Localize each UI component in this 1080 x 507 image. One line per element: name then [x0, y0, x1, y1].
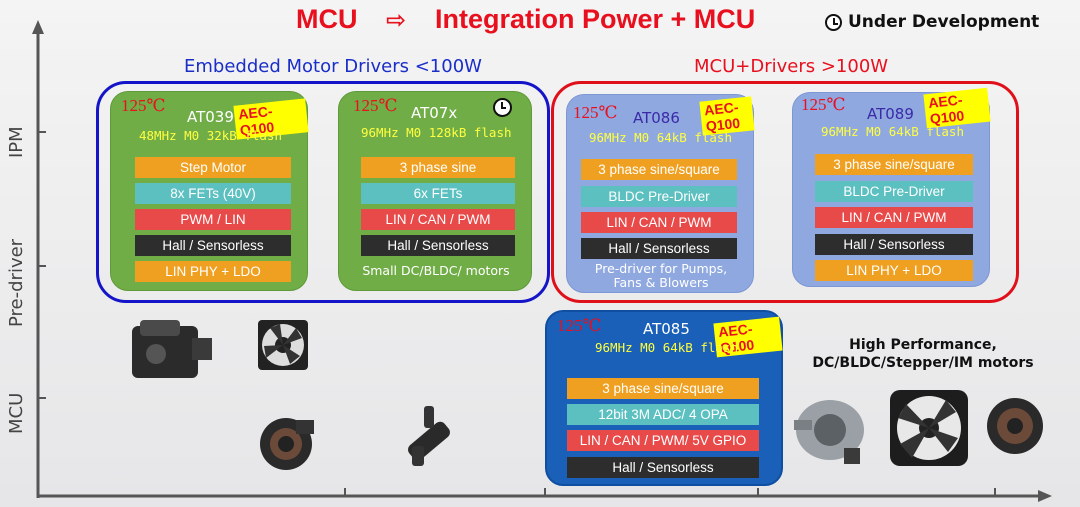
feature-bar: Hall / Sensorless [135, 235, 291, 256]
temp-rating: 125℃ [121, 96, 166, 115]
title-right: Integration Power + MCU [435, 4, 756, 34]
chip-name: AT085 [643, 320, 690, 338]
chip-spec: 96MHz M0 64kB flash [595, 340, 738, 355]
fan-icon [258, 320, 308, 370]
group-title-drivers: MCU+Drivers >100W [694, 56, 889, 77]
axis-label-mcu: MCU [6, 392, 27, 434]
feature-bar: 3 phase sine/square [815, 154, 973, 175]
title-left: MCU [296, 4, 358, 34]
chip-spec: 96MHz M0 128kB flash [361, 125, 512, 140]
hp-line: High Performance, [849, 337, 997, 353]
chip-spec: 48MHz M0 32kB flash [139, 128, 282, 143]
footer-line: Pre-driver for Pumps, [594, 261, 728, 276]
feature-bar: 3 phase sine/square [581, 159, 737, 180]
chip-card-at039: 125℃ AT039 AEC-Q100 48MHz M0 32kB flash … [110, 91, 309, 291]
feature-bar: Step Motor [135, 157, 291, 178]
temp-rating: 125℃ [557, 316, 602, 335]
axis-label-predriver: Pre-driver [6, 238, 27, 327]
hp-line: DC/BLDC/Stepper/IM motors [812, 355, 1034, 371]
feature-bar: BLDC Pre-Driver [815, 181, 973, 202]
chip-spec: 96MHz M0 64kB flash [589, 130, 732, 145]
embedded-frame [96, 81, 550, 303]
pump-icon [408, 406, 450, 466]
chip-name: AT086 [633, 109, 680, 127]
high-performance-label: High Performance, DC/BLDC/Stepper/IM mot… [800, 336, 1046, 372]
chip-name: AT089 [867, 105, 914, 123]
chip-spec: 96MHz M0 64kB flash [821, 124, 964, 139]
temp-rating: 125℃ [801, 95, 846, 114]
group-title-embedded: Embedded Motor Drivers <100W [184, 56, 482, 77]
legend-under-development: Under Development [825, 12, 1039, 32]
chip-footer: Pre-driver for Pumps, Fans & Blowers [567, 262, 755, 290]
drivers-frame [551, 81, 1019, 303]
chip-name: AT07x [411, 104, 458, 122]
feature-bar: LIN / CAN / PWM [581, 212, 737, 233]
temp-rating: 125℃ [353, 96, 398, 115]
feature-bar: 3 phase sine [361, 157, 515, 178]
feature-bar: Hall / Sensorless [581, 238, 737, 259]
feature-bar: 12bit 3M ADC/ 4 OPA [567, 404, 759, 425]
feature-bar: LIN PHY + LDO [135, 261, 291, 282]
aec-badge: AEC-Q100 [923, 87, 991, 129]
feature-bar: Hall / Sensorless [361, 235, 515, 256]
footer-line: Fans & Blowers [613, 275, 709, 290]
chip-name: AT039 [187, 108, 234, 126]
feature-bar: 3 phase sine/square [567, 378, 759, 399]
blower-motor-icon [987, 398, 1043, 454]
legend-label: Under Development [848, 12, 1040, 32]
feature-bar: Hall / Sensorless [567, 457, 759, 478]
feature-bar: Hall / Sensorless [815, 234, 973, 255]
blower-icon [260, 418, 314, 470]
chip-footer: Small DC/BLDC/ motors [362, 263, 510, 278]
feature-bar: LIN PHY + LDO [815, 260, 973, 281]
feature-bar: LIN / CAN / PWM/ 5V GPIO [567, 430, 759, 451]
feature-bar: 6x FETs [361, 183, 515, 204]
radiator-fan-icon [890, 390, 968, 466]
feature-bar: LIN / CAN / PWM [361, 209, 515, 230]
temp-rating: 125℃ [573, 103, 618, 122]
clock-icon [825, 13, 842, 31]
feature-bar: PWM / LIN [135, 209, 291, 230]
axis-label-ipm: IPM [6, 126, 27, 158]
clock-icon [493, 98, 512, 117]
chip-card-at085: 125℃ AT085 AEC-Q100 96MHz M0 64kB flash … [545, 310, 783, 486]
chip-card-at07x: 125℃ AT07x 96MHz M0 128kB flash 3 phase … [338, 91, 532, 291]
water-pump-icon [794, 400, 864, 464]
chip-card-at089: 125℃ AT089 AEC-Q100 96MHz M0 64kB flash … [792, 87, 991, 287]
actuator-icon [132, 320, 212, 378]
feature-bar: BLDC Pre-Driver [581, 186, 737, 207]
chip-card-at086: 125℃ AT086 AEC-Q100 96MHz M0 64kB flash … [566, 94, 755, 293]
arrow-icon: ⇨ [386, 7, 407, 34]
feature-bar: LIN / CAN / PWM [815, 207, 973, 228]
feature-bar: 8x FETs (40V) [135, 183, 291, 204]
slide-title: MCU ⇨ Integration Power + MCU Under Deve… [0, 2, 1080, 38]
